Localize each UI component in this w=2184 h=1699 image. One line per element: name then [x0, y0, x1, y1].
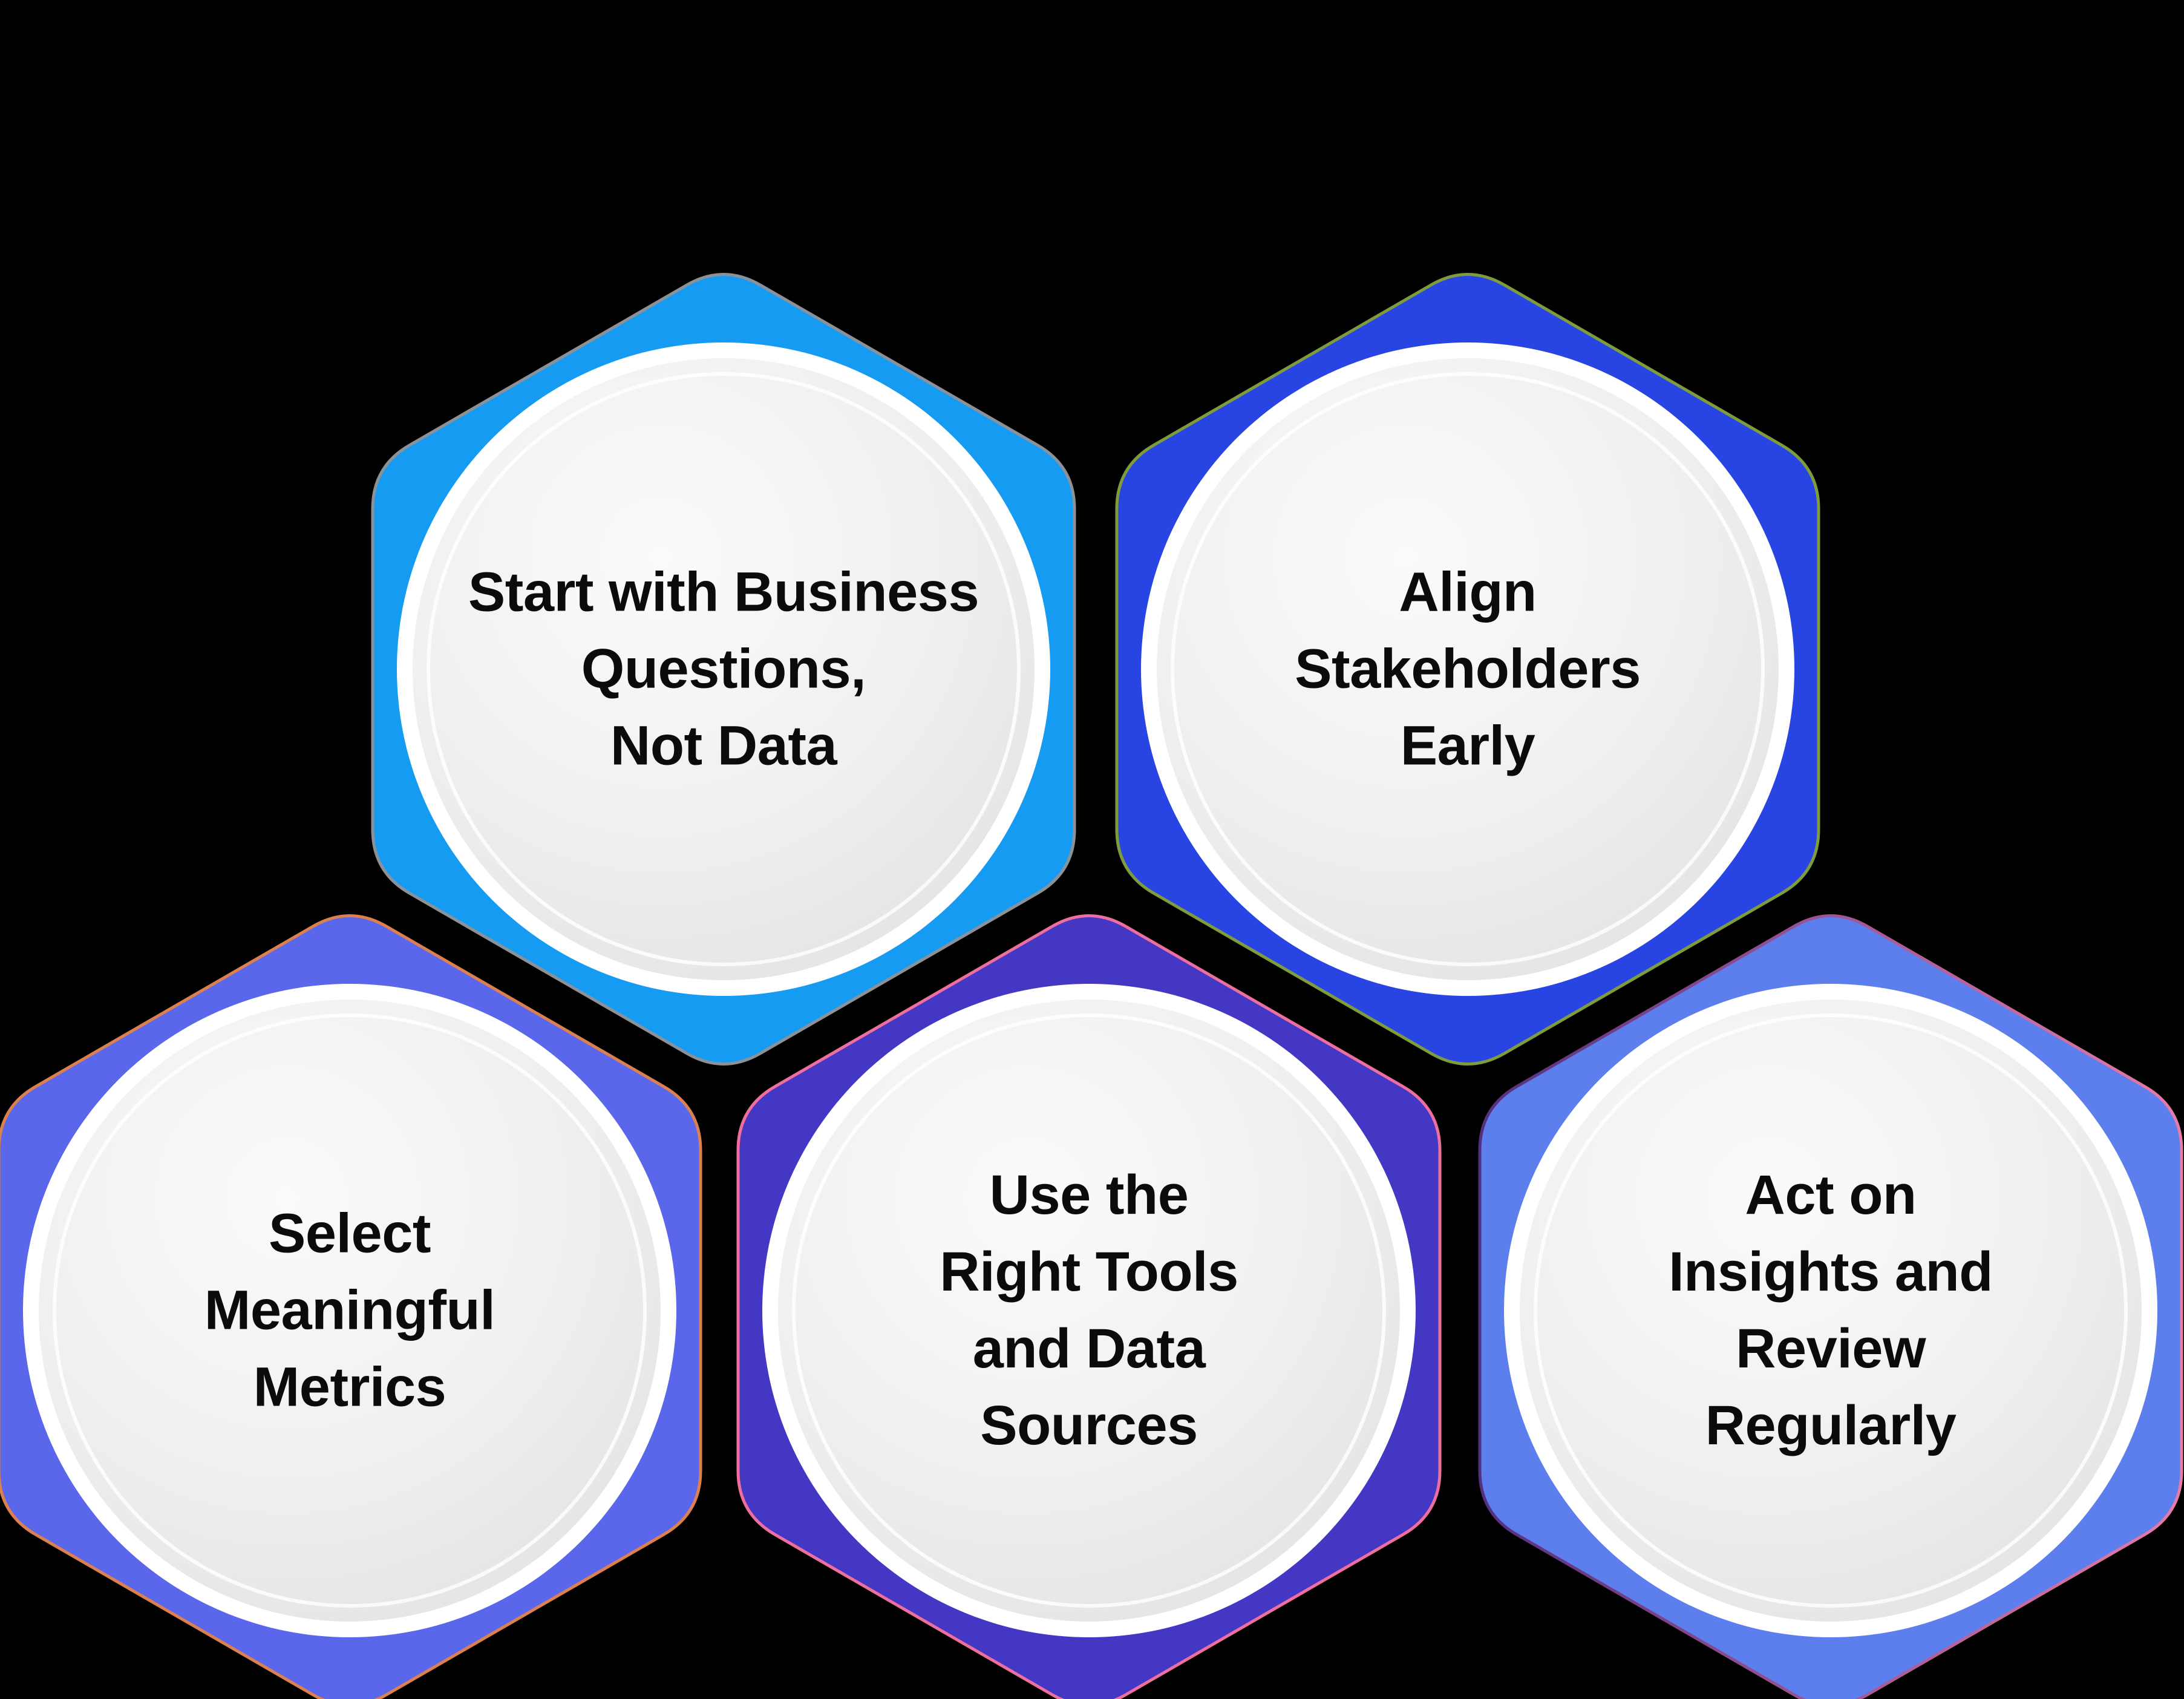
badge-label-use-the-right-tools-and-data-sources: Use the Right Tools and Data Sources [940, 1164, 1238, 1456]
badge-highlight-arc [1171, 372, 1765, 966]
badge-disc [778, 1000, 1400, 1622]
badge-select-meaningful-metrics [0, 914, 702, 1699]
badge-highlight-arc [1534, 1013, 2128, 1608]
badge-highlight-arc [427, 372, 1021, 966]
badge-label-align-stakeholders-early: Align Stakeholders Early [1295, 561, 1641, 777]
badge-label-act-on-insights-and-review-regularly: Act on Insights and Review Regularly [1669, 1164, 1993, 1456]
badge-use-the-right-tools-and-data-sources [736, 914, 1442, 1699]
badge-align-stakeholders-early [1115, 273, 1820, 1066]
badge-act-on-insights-and-review-regularly [1478, 914, 2183, 1699]
badge-disc [1157, 358, 1779, 980]
badge-disc [1520, 1000, 2142, 1622]
badge-highlight-arc [792, 1013, 1386, 1608]
badge-label-start-with-business-questions: Start with Business Questions, Not Data [468, 561, 979, 777]
badge-highlight-arc [53, 1013, 647, 1608]
badge-disc [413, 358, 1035, 980]
badge-label-select-meaningful-metrics: Select Meaningful Metrics [204, 1202, 495, 1418]
badge-start-with-business-questions [371, 273, 1076, 1066]
badge-disc [39, 1000, 661, 1622]
